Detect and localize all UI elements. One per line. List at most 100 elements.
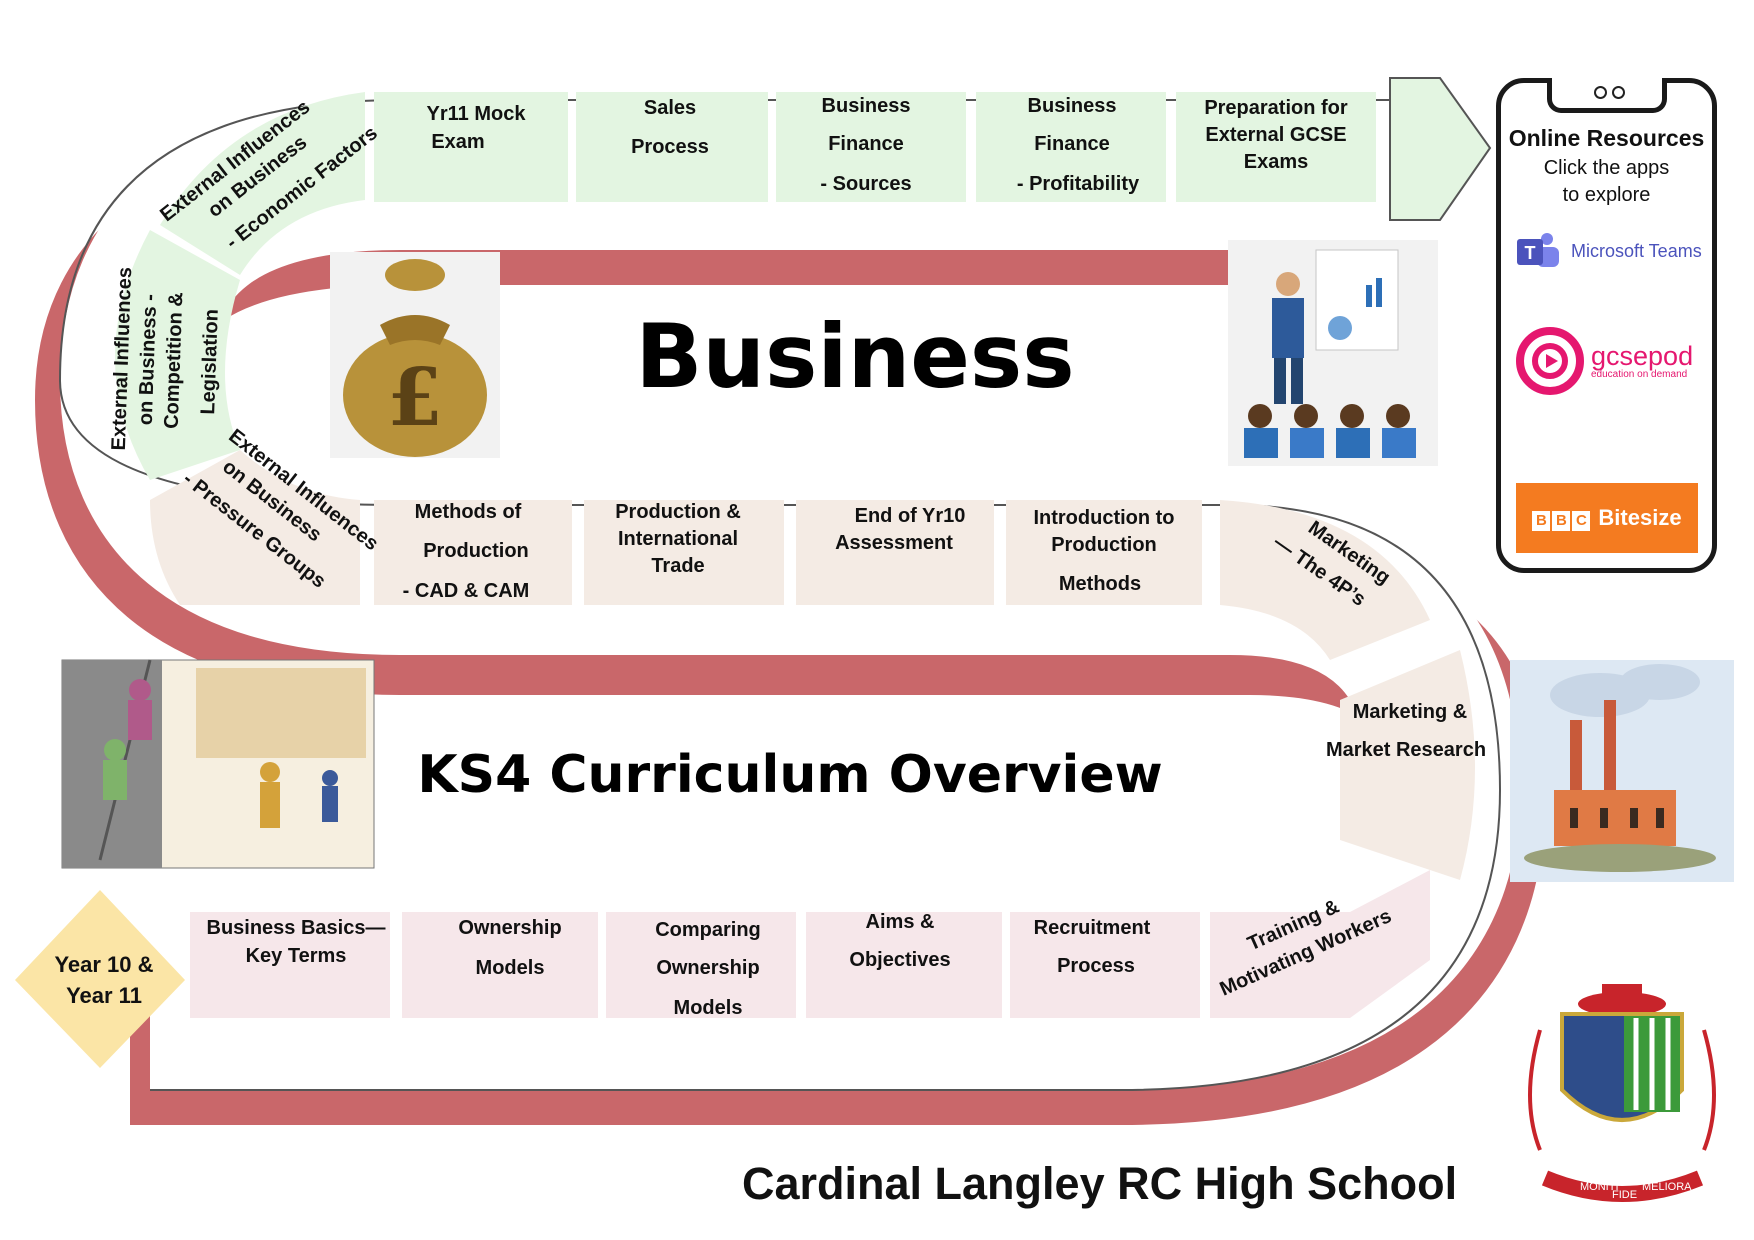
- label-competition-2: on Business -: [135, 294, 162, 426]
- tile-aims-objectives: [806, 912, 1002, 1018]
- label-gcse-prep-3: Exams: [1244, 151, 1309, 173]
- motto-word-3: MELIORA: [1642, 1181, 1692, 1193]
- label-comparing-2: Ownership: [656, 957, 759, 979]
- label-marketing-research-2: Market Research: [1326, 739, 1486, 761]
- resources-title: Online Resources: [1508, 125, 1705, 151]
- label-ownership-1: Ownership: [458, 917, 561, 939]
- presentation-icon: [1228, 240, 1438, 466]
- gcsepod-label: gcsepod: [1591, 340, 1694, 371]
- label-sales-2: Process: [631, 136, 709, 158]
- label-yr11-mock-2: Exam: [431, 131, 484, 153]
- tile-yr11-mock: [374, 92, 568, 202]
- tile-business-basics: [190, 912, 390, 1018]
- svg-text:£: £: [387, 350, 443, 444]
- resources-subtitle: Click the apps to explore: [1501, 155, 1712, 209]
- label-methods-production-1: Methods of: [415, 501, 522, 523]
- factory-icon: [1510, 660, 1734, 882]
- shopping-icon: [61, 659, 375, 869]
- tile-intro-production: [1006, 500, 1202, 605]
- label-production-trade-3: Trade: [651, 555, 704, 577]
- tile-marketing-4ps: [1220, 500, 1430, 660]
- bitesize-label: Bitesize: [1598, 505, 1682, 530]
- teams-app-link[interactable]: T Microsoft Teams: [1515, 231, 1702, 271]
- label-finance-sources-1: Business: [822, 95, 911, 117]
- label-business-basics-2: Key Terms: [246, 945, 347, 967]
- tile-gcse-prep: [1176, 92, 1376, 202]
- bbc-logo-letter-3: C: [1572, 511, 1591, 531]
- row-1: [190, 870, 1430, 1018]
- badge-line-1: Year 10 &: [54, 952, 153, 977]
- label-competition-3: Competition &: [161, 292, 188, 429]
- camera-icon: [1611, 86, 1625, 99]
- subject-title: Business: [635, 305, 1074, 408]
- online-resources-phone: Online Resources Click the apps to explo…: [1496, 78, 1717, 573]
- label-ownership-2: Models: [476, 957, 545, 979]
- row-2: [150, 450, 1430, 660]
- row-3: [115, 92, 1376, 480]
- start-badge: [15, 890, 185, 1068]
- gcsepod-tagline: education on demand: [1591, 368, 1688, 380]
- label-finance-profit-3: - Profitability: [1017, 173, 1140, 195]
- resources-subtitle-line-1: Click the apps: [1543, 157, 1670, 179]
- label-finance-profit-1: Business: [1028, 95, 1117, 117]
- label-intro-production-1: Introduction to: [1033, 507, 1174, 529]
- motto-word-1: MONITI: [1580, 1181, 1619, 1193]
- tile-recruitment: [1010, 912, 1200, 1018]
- tile-sales-process: [576, 92, 768, 202]
- label-marketing-research-1: Marketing &: [1353, 701, 1467, 723]
- label-aims-1: Aims &: [866, 911, 935, 933]
- tile-end-yr10: [796, 500, 994, 605]
- bbc-logo-letter-2: B: [1552, 511, 1571, 531]
- label-methods-production-3: - CAD & CAM: [403, 580, 530, 602]
- label-finance-sources-2: Finance: [828, 133, 904, 155]
- badge-line-2: Year 11: [66, 983, 142, 1008]
- tile-finance-profitability: [976, 92, 1166, 202]
- tile-marketing-research: [1340, 650, 1475, 880]
- tile-training: [1210, 870, 1430, 1018]
- label-finance-sources-3: - Sources: [820, 173, 911, 195]
- gcsepod-icon: [1516, 327, 1584, 395]
- label-end-yr10-2: Assessment: [835, 532, 953, 554]
- money-bag-icon: £: [330, 252, 500, 458]
- label-gcse-prep-2: External GCSE: [1205, 124, 1346, 146]
- resources-subtitle-line-2: to explore: [1562, 184, 1651, 206]
- tile-economic-factors: [160, 92, 365, 275]
- school-crest-icon: MONITI FIDE MELIORA: [1528, 984, 1716, 1202]
- label-business-basics-1: Business Basics—: [207, 917, 386, 939]
- school-name: Cardinal Langley RC High School: [742, 1158, 1458, 1209]
- tile-finance-sources: [776, 92, 966, 202]
- label-finance-profit-2: Finance: [1034, 133, 1110, 155]
- finish-arrow: [1389, 77, 1492, 221]
- overview-title: KS4 Curriculum Overview: [417, 745, 1162, 805]
- bbc-logo-letter-1: B: [1532, 511, 1551, 531]
- label-production-trade-1: Production &: [615, 501, 741, 523]
- motto-word-2: FIDE: [1612, 1189, 1637, 1201]
- label-comparing-1: Comparing: [655, 919, 761, 941]
- teams-label: Microsoft Teams: [1571, 240, 1702, 261]
- tile-competition-legislation: [115, 230, 240, 480]
- gcsepod-app-link[interactable]: gcsepod education on demand: [1515, 326, 1693, 396]
- label-recruitment-2: Process: [1057, 955, 1135, 977]
- label-gcse-prep-1: Preparation for: [1204, 97, 1348, 119]
- label-yr11-mock-1: Yr11 Mock: [427, 103, 527, 125]
- phone-notch: [1546, 78, 1667, 113]
- tile-comparing-ownership: [606, 912, 796, 1018]
- label-intro-production-3: Methods: [1059, 573, 1141, 595]
- label-intro-production-2: Production: [1051, 534, 1157, 556]
- label-comparing-3: Models: [674, 997, 743, 1019]
- tile-pressure-groups: [150, 450, 360, 605]
- teams-icon: T: [1517, 233, 1559, 267]
- label-recruitment-1: Recruitment: [1034, 917, 1151, 939]
- tile-production-trade: [584, 500, 784, 605]
- label-production-trade-2: International: [618, 528, 738, 550]
- label-methods-production-2: Production: [423, 540, 529, 562]
- label-competition-4: Legislation: [197, 309, 223, 415]
- svg-text:T: T: [1525, 243, 1536, 263]
- camera-icon: [1593, 86, 1607, 99]
- tile-ownership-models: [402, 912, 598, 1018]
- label-sales-1: Sales: [644, 97, 696, 119]
- label-end-yr10-1: End of Yr10: [855, 505, 966, 527]
